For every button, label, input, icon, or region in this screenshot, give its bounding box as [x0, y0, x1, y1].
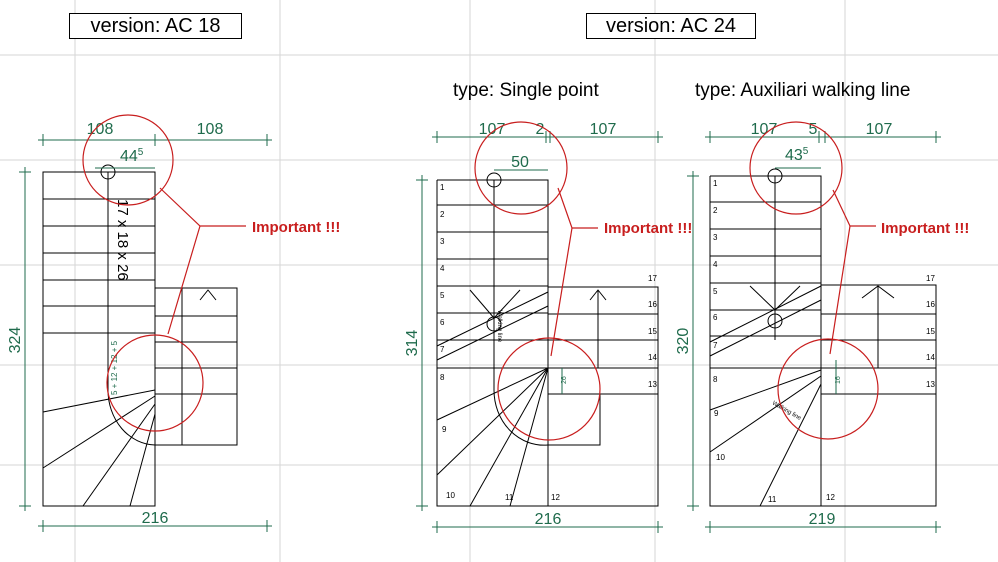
svg-text:11: 11 — [505, 493, 514, 502]
start-point — [486, 172, 502, 188]
leader-line — [159, 187, 246, 227]
important-label: Important !!! — [252, 219, 340, 236]
svg-text:5: 5 — [440, 291, 445, 300]
highlight-circle — [777, 338, 879, 440]
leader-line — [829, 225, 851, 355]
important-label: Important !!! — [881, 220, 969, 237]
stair-plan-ac18 — [42, 164, 238, 507]
highlights-single — [474, 121, 601, 441]
direction-arrow — [199, 289, 217, 301]
dim-width: 216 — [535, 511, 562, 528]
highlights-aux — [749, 121, 879, 440]
dimensions-ac18 — [19, 134, 272, 532]
stair-outline — [42, 171, 156, 507]
svg-text:10: 10 — [446, 491, 455, 500]
dimensions-single — [416, 131, 663, 533]
leader-line — [557, 187, 598, 229]
dim-top-mid: 2 — [536, 121, 545, 138]
svg-text:13: 13 — [648, 380, 657, 389]
highlight-circle — [82, 114, 174, 206]
svg-text:12: 12 — [551, 493, 560, 502]
dim-height: 314 — [404, 330, 421, 357]
svg-text:7: 7 — [440, 345, 445, 354]
dim-detail: 445 — [120, 147, 144, 165]
dim-top-right: 108 — [197, 121, 224, 138]
leader-line — [550, 227, 573, 357]
start-point — [100, 164, 116, 180]
svg-text:2: 2 — [440, 210, 445, 219]
svg-text:3: 3 — [440, 237, 445, 246]
dim-top-right: 107 — [866, 121, 893, 138]
type-label-single: type: Single point — [453, 80, 599, 101]
svg-text:4: 4 — [440, 264, 445, 273]
dim-top-right: 107 — [590, 121, 617, 138]
flight-label: 17 x 18 x 26 — [114, 199, 131, 281]
dim-detail: 50 — [511, 154, 529, 171]
small-dim-label: 16 — [835, 376, 842, 384]
dim-top-mid: 5 — [809, 121, 818, 138]
type-label-aux: type: Auxiliari walking line — [695, 80, 911, 101]
title-ac24: version: AC 24 — [586, 13, 756, 39]
step-numbers-aux: 1 2 3 4 5 6 7 8 9 10 11 12 13 14 15 16 1… — [713, 179, 935, 504]
svg-text:9: 9 — [442, 425, 447, 434]
dimensions-aux — [687, 131, 941, 533]
dim-top-left: 108 — [87, 121, 114, 138]
svg-text:1: 1 — [713, 179, 718, 188]
title-ac18: version: AC 18 — [69, 13, 242, 39]
dim-top-left: 107 — [751, 121, 778, 138]
walking-point — [486, 316, 502, 332]
svg-text:11: 11 — [768, 495, 777, 504]
walking-line-label: Walking line — [496, 310, 502, 343]
dim-width: 216 — [142, 510, 169, 527]
stair-plan-single — [436, 172, 659, 507]
dim-height: 324 — [7, 327, 24, 354]
svg-text:17: 17 — [648, 274, 657, 283]
highlight-circle — [749, 121, 843, 215]
highlight-circle — [497, 337, 601, 441]
svg-text:9: 9 — [714, 409, 719, 418]
svg-text:8: 8 — [713, 375, 718, 384]
svg-text:14: 14 — [926, 353, 935, 362]
dim-top-left: 107 — [479, 121, 506, 138]
important-label: Important !!! — [604, 220, 692, 237]
svg-text:12: 12 — [826, 493, 835, 502]
svg-text:17: 17 — [926, 274, 935, 283]
dim-width: 219 — [809, 511, 836, 528]
highlight-circle — [106, 334, 204, 432]
svg-text:15: 15 — [926, 327, 935, 336]
svg-text:16: 16 — [648, 300, 657, 309]
dim-detail: 435 — [785, 146, 809, 164]
svg-text:4: 4 — [713, 260, 718, 269]
dim-height: 320 — [675, 328, 692, 355]
step-numbers-single: 1 2 3 4 5 6 7 8 9 10 11 12 13 14 15 16 1… — [440, 183, 657, 502]
walking-line-label: Walking line — [771, 401, 802, 423]
leader-line — [167, 225, 201, 335]
svg-text:14: 14 — [648, 353, 657, 362]
highlights-ac18 — [82, 114, 246, 432]
svg-text:1: 1 — [440, 183, 445, 192]
leader-line — [832, 189, 876, 227]
svg-text:10: 10 — [716, 453, 725, 462]
svg-text:5: 5 — [713, 287, 718, 296]
svg-text:7: 7 — [713, 341, 718, 350]
start-point — [767, 168, 783, 184]
svg-text:6: 6 — [713, 313, 718, 322]
highlight-circle — [474, 121, 568, 215]
svg-text:8: 8 — [440, 373, 445, 382]
small-dim-label: 5 + 12 + 12 + 5 — [110, 340, 119, 395]
svg-text:3: 3 — [713, 233, 718, 242]
svg-text:6: 6 — [440, 318, 445, 327]
walking-point — [767, 313, 783, 329]
svg-text:15: 15 — [648, 327, 657, 336]
svg-text:16: 16 — [926, 300, 935, 309]
svg-text:13: 13 — [926, 380, 935, 389]
svg-text:2: 2 — [713, 206, 718, 215]
small-dim-label: 26 — [561, 376, 568, 384]
